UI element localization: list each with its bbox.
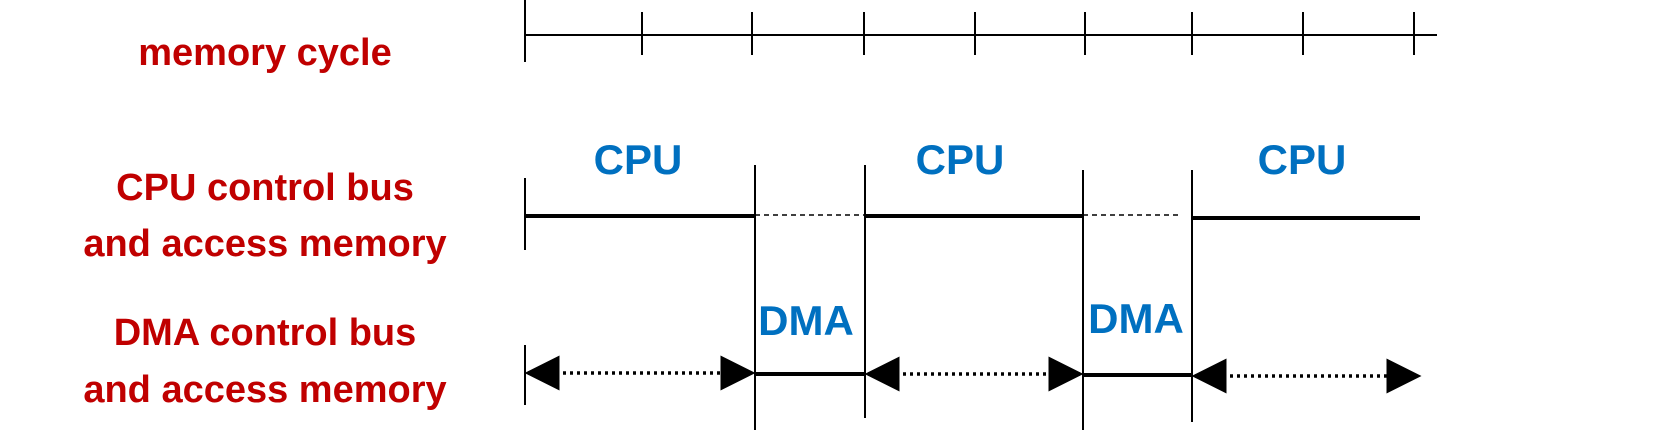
cpu-segment-label: CPU [916,136,1005,183]
cpu-row-label-line2: and access memory [83,223,446,265]
dma-segment-label: DMA [758,297,854,344]
cpu-row-label-line1: CPU control bus [116,167,414,209]
dma-row-label-line1: DMA control bus [114,312,417,354]
dma-segment-label: DMA [1088,295,1184,342]
cpu-segment-label: CPU [594,136,683,183]
memory-cycle-label: memory cycle [138,32,392,74]
cpu-segment-label: CPU [1258,136,1347,183]
dma-row-label-line2: and access memory [83,369,446,411]
memory-cycle-timeline [524,0,1437,62]
cpu-bus-line [525,214,1420,220]
dma-bus-line [524,355,1422,394]
